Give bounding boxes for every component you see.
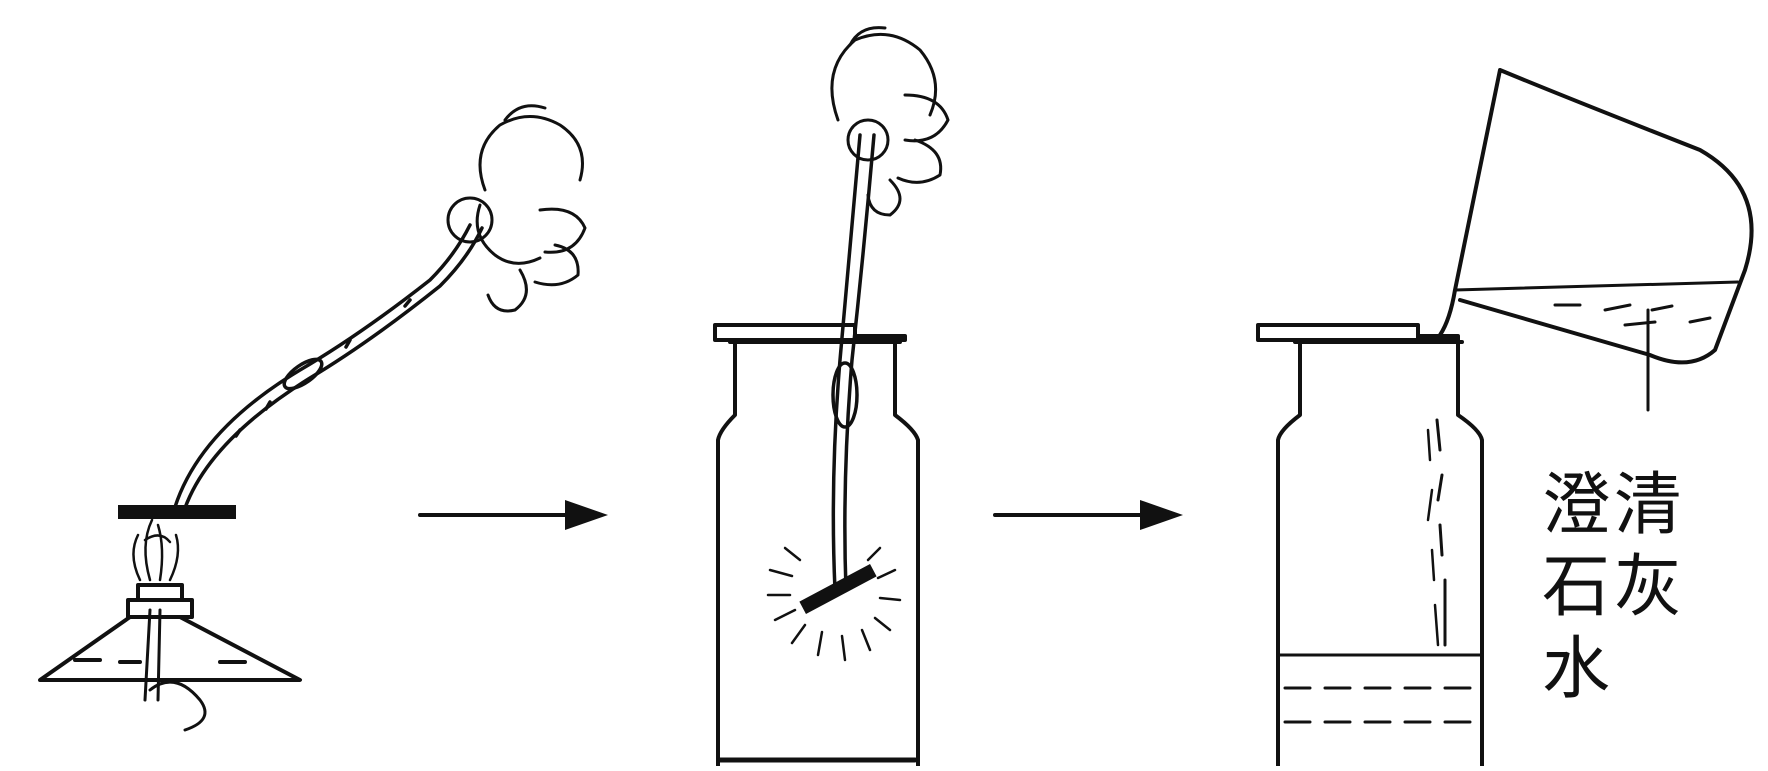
hand-icon bbox=[448, 106, 585, 311]
flame-icon bbox=[133, 520, 178, 580]
crucible-tongs-icon bbox=[175, 225, 482, 508]
gas-jar-icon bbox=[718, 342, 918, 766]
gas-jar-icon bbox=[1278, 342, 1482, 766]
glass-plate-icon bbox=[1258, 325, 1458, 340]
charcoal-icon bbox=[799, 564, 876, 614]
crucible-tongs-icon bbox=[833, 135, 874, 590]
glass-plate-icon bbox=[715, 325, 905, 340]
arrow-right-icon bbox=[995, 500, 1183, 530]
alcohol-lamp-icon bbox=[40, 585, 300, 730]
beaker-icon bbox=[1440, 70, 1752, 410]
label-line-3: 水 bbox=[1542, 629, 1702, 711]
label-line-1: 澄清 bbox=[1542, 465, 1702, 547]
hand-icon bbox=[832, 28, 948, 215]
arrow-right-icon bbox=[420, 500, 608, 530]
charcoal-icon bbox=[118, 505, 236, 519]
limewater-label: 澄清 石灰 水 bbox=[1542, 465, 1702, 711]
label-line-2: 石灰 bbox=[1542, 547, 1702, 629]
